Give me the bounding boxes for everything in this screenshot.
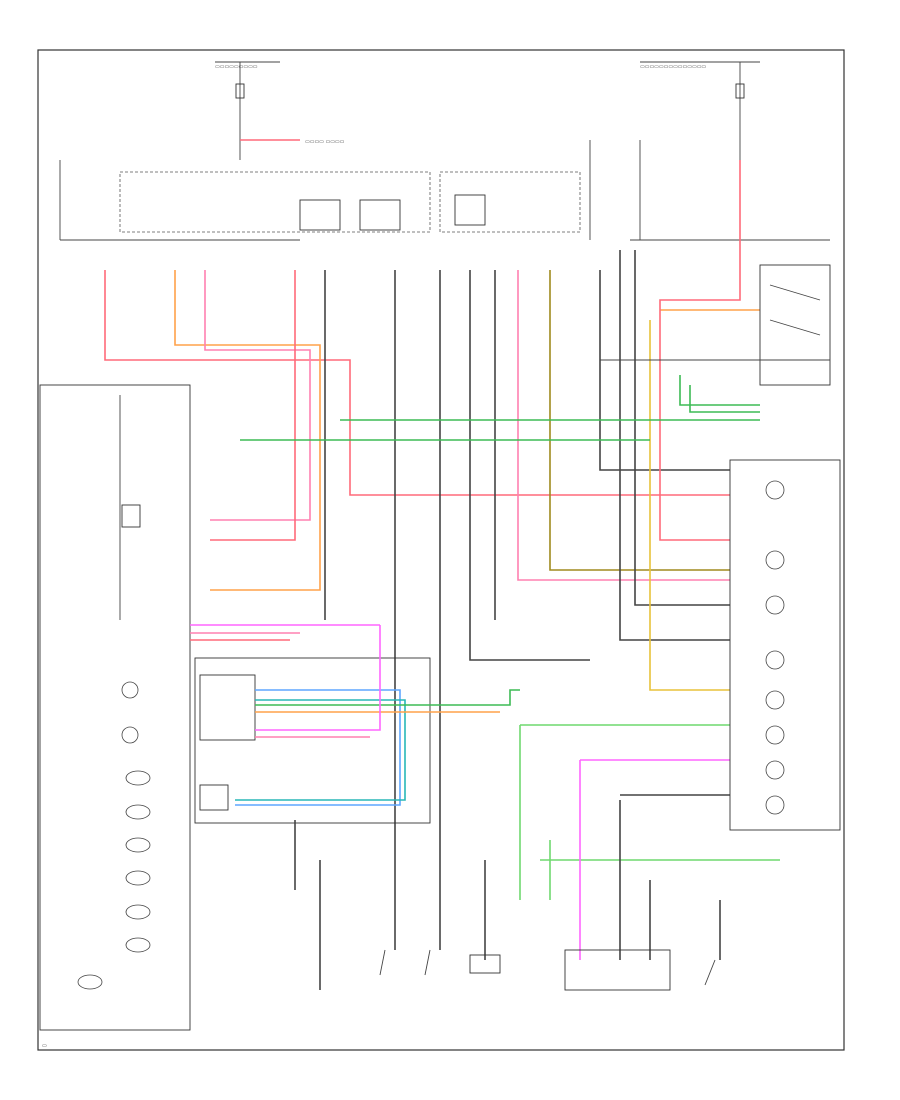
lamp-icon [765, 480, 785, 500]
green-wire [679, 375, 760, 406]
center-module [194, 625, 730, 824]
lamp-icon [765, 760, 785, 780]
pink-wire [517, 270, 730, 581]
top-power-section: ▭▭▭▭▭▭▭▭▭ ▭▭▭▭▭▭▭▭▭▭▭▭▭▭ ▭▭▭▭ ▭▭▭▭ [59, 61, 830, 241]
black-wire [634, 250, 730, 606]
lamp-column [729, 459, 841, 831]
teal-wire [235, 699, 406, 801]
orange-wire [174, 270, 321, 591]
yellow-wire [649, 320, 730, 691]
indicator-rows [77, 395, 151, 990]
gauge-icon [121, 681, 139, 699]
red-wire [659, 160, 741, 541]
lamp-icon [765, 725, 785, 745]
lamp-icon [765, 550, 785, 570]
green-wire [255, 689, 520, 706]
red-wire [104, 270, 730, 496]
magenta-wire [255, 625, 381, 731]
lamp-icon [125, 770, 151, 786]
diagram-frame [37, 49, 845, 1051]
blue-wire [235, 689, 401, 806]
footer-mark: ▭ [42, 1043, 47, 1049]
instrument-cluster [39, 384, 380, 1031]
switch-section [240, 160, 831, 691]
black-wire [599, 270, 730, 471]
bottom-section [294, 725, 780, 991]
pink-wire [204, 270, 311, 521]
lamp-icon [765, 690, 785, 710]
green-wire [689, 385, 760, 413]
black-wire [469, 270, 590, 661]
gauge-icon [121, 726, 139, 744]
svg-text:▭▭▭▭▭▭▭▭▭▭▭▭▭▭: ▭▭▭▭▭▭▭▭▭▭▭▭▭▭ [640, 64, 706, 70]
lamp-icon [125, 904, 151, 920]
red-wire [210, 270, 296, 541]
olive-wire [549, 270, 730, 571]
lamp-icon [125, 804, 151, 820]
lamp-icon [765, 595, 785, 615]
fuse-icon [235, 83, 745, 99]
lamp-icon [125, 937, 151, 953]
lamp-icon [125, 870, 151, 886]
svg-text:▭▭▭▭ ▭▭▭▭: ▭▭▭▭ ▭▭▭▭ [305, 139, 345, 145]
lamp-icon [765, 650, 785, 670]
lamp-icon [77, 974, 103, 990]
module-boxes [119, 171, 581, 233]
vertical-wire-bundle [104, 250, 730, 860]
svg-text:▭▭▭▭▭▭▭▭▭: ▭▭▭▭▭▭▭▭▭ [215, 64, 258, 70]
black-wire [619, 250, 730, 641]
lamp-icon [125, 837, 151, 853]
lamp-icon [765, 795, 785, 815]
